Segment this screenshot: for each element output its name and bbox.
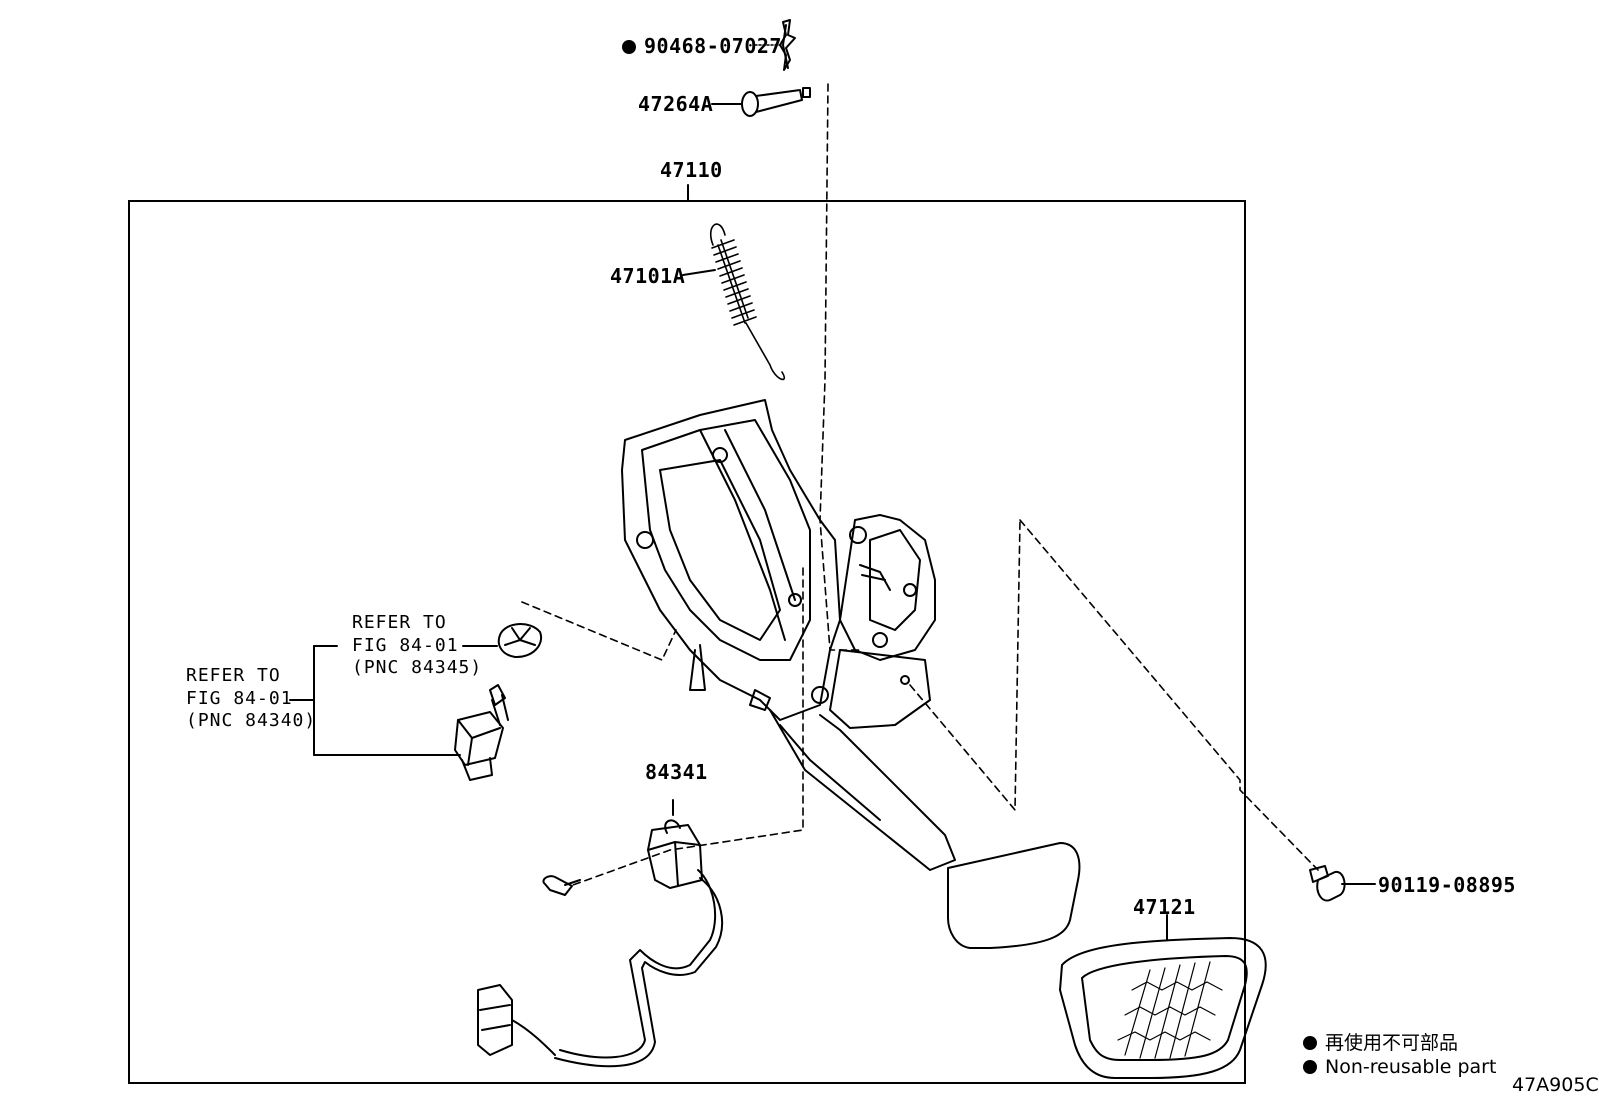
bolt-90119-08895-icon [1309,865,1346,902]
legend-en: Non-reusable part [1303,1058,1496,1077]
ref-note-84340-line-3: (PNC 84340) [186,710,317,731]
spring-coils [711,239,757,326]
legend-dot-icon [1303,1060,1317,1074]
switch-bolt-icon [542,875,581,896]
ref-note-84340: REFER TO FIG 84-01 (PNC 84340) [186,665,316,733]
label-bolt-90119-08895: 90119-08895 [1378,873,1516,897]
pin-47264A-icon [741,87,811,117]
label-pedal-assy-47110: 47110 [660,158,723,182]
ref-note-84340-line-2: FIG 84-01 [186,687,293,709]
switch-84341-icon [477,819,723,1068]
label-switch-84341: 84341 [645,760,708,784]
legend-jp: 再使用不可部品 [1303,1034,1458,1053]
assembly-frame-47110 [128,200,1246,1084]
clip-90468-07027-icon [779,19,796,71]
pad-tread-pattern [1117,961,1223,1059]
ref-note-84345-line-3: (PNC 84345) [352,657,483,678]
legend-dot-icon [1303,1036,1317,1050]
clip-nut-icon [497,623,543,659]
label-pad-47121: 47121 [1133,895,1196,919]
pedal-arm-icon [769,709,1081,949]
ref-note-84345: REFER TO FIG 84-01 (PNC 84345) [352,612,482,680]
ref-note-84345-line-2: FIG 84-01 [352,634,459,656]
label-spring-47101A: 47101A [610,264,686,288]
pad-47121-icon [1059,937,1267,1079]
stop-lamp-switch-icon [454,684,509,781]
dashed-assembly-lines [521,83,1319,886]
label-clip-90468-07027: 90468-07027 [622,36,782,56]
ref-note-84340-line-1: REFER TO [186,665,281,686]
non-reusable-marker-icon [622,40,636,54]
ref-note-84345-line-1: REFER TO [352,612,447,633]
label-pin-47264A: 47264A [638,92,714,116]
spring-47101A-icon [709,223,786,381]
diagram-code: 47A905C [1512,1074,1599,1096]
leader-lines [289,44,1376,941]
pedal-bracket-icon [621,399,936,729]
